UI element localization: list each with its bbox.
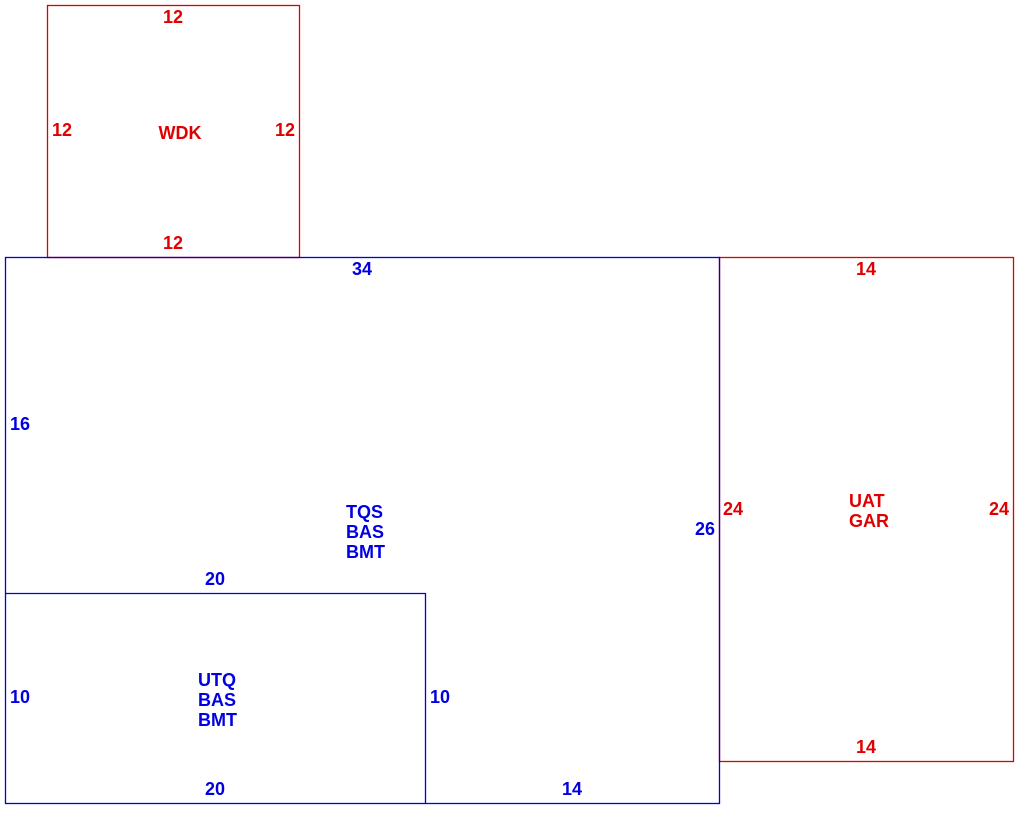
uat-top-dim: 14 <box>856 259 876 279</box>
utq-label-2: BAS <box>198 690 236 710</box>
main-left-dim: 16 <box>10 414 30 434</box>
wdk-bottom-dim: 12 <box>163 233 183 253</box>
main-bottom-right-dim: 14 <box>562 779 582 799</box>
utq-outline <box>5 592 427 804</box>
utq-left-dim: 10 <box>10 687 30 707</box>
uat-label-2: GAR <box>849 511 889 531</box>
uat-left-dim: 24 <box>723 499 743 519</box>
utq-right-dim: 10 <box>430 687 450 707</box>
uat-bottom-dim: 14 <box>856 737 876 757</box>
utq-label-3: BMT <box>198 710 237 730</box>
main-top-dim: 34 <box>352 259 372 279</box>
wdk-top-dim: 12 <box>163 7 183 27</box>
wdk-left-dim: 12 <box>52 120 72 140</box>
utq-bottom-dim: 20 <box>205 779 225 799</box>
utq-label-1: UTQ <box>198 670 236 690</box>
wdk-right-dim: 12 <box>275 120 295 140</box>
main-label-1: TQS <box>346 502 383 522</box>
main-label-2: BAS <box>346 522 384 542</box>
wdk-label: WDK <box>159 123 202 143</box>
main-outline <box>4 256 721 805</box>
main-right-dim: 26 <box>695 519 715 539</box>
main-label-3: BMT <box>346 542 385 562</box>
uat-right-dim: 24 <box>989 499 1009 519</box>
main-inner-top-dim: 20 <box>205 569 225 589</box>
uat-label-1: UAT <box>849 491 885 511</box>
